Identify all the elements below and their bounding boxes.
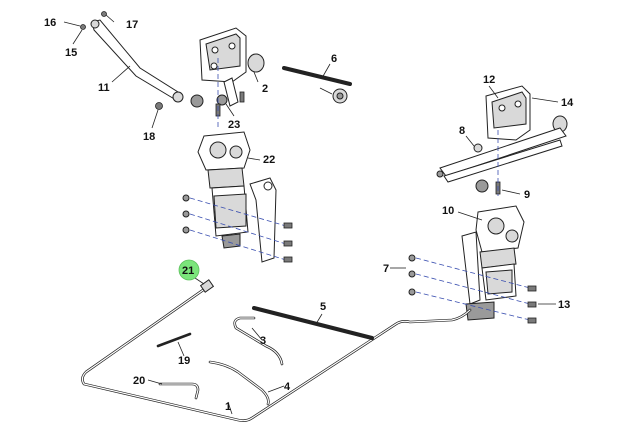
- callout-9[interactable]: 9: [524, 189, 530, 201]
- callout-10[interactable]: 10: [442, 205, 454, 217]
- callout-2[interactable]: 2: [262, 83, 268, 95]
- callout-22[interactable]: 22: [263, 154, 275, 166]
- callout-14[interactable]: 14: [561, 97, 574, 109]
- linkage-rod-11: [80, 11, 184, 110]
- part-5-rod: [252, 306, 374, 340]
- callout-16[interactable]: 16: [44, 17, 56, 29]
- callout-17[interactable]: 17: [126, 19, 138, 31]
- tube-1: [81, 279, 472, 422]
- highlight-21-marker: [178, 259, 200, 281]
- left-valve-assembly: [182, 131, 293, 263]
- callout-19[interactable]: 19: [178, 355, 190, 367]
- callout-13[interactable]: 13: [558, 299, 570, 311]
- part-20-pipe: [158, 382, 200, 400]
- callout-1[interactable]: 1: [225, 401, 231, 413]
- part-6-rod: [282, 66, 352, 104]
- upper-bracket-assembly: [190, 27, 265, 130]
- callout-5[interactable]: 5: [320, 301, 326, 313]
- callout-18[interactable]: 18: [143, 131, 155, 143]
- part-19-rod: [156, 332, 192, 348]
- callout-11[interactable]: 11: [98, 82, 110, 94]
- callout-7[interactable]: 7: [383, 263, 389, 275]
- callout-4[interactable]: 4: [284, 381, 291, 393]
- callout-20[interactable]: 20: [133, 375, 145, 387]
- callout-labels: 1 2 3 4 5 6 7 8 9 10 11 12 13 14 15 16 1…: [44, 17, 574, 413]
- callout-23[interactable]: 23: [228, 119, 240, 131]
- callout-15[interactable]: 15: [65, 47, 77, 59]
- right-linkage-assembly: [436, 85, 568, 196]
- right-valve-assembly: [408, 205, 537, 324]
- part-3-hose: [233, 316, 284, 366]
- callout-3[interactable]: 3: [260, 335, 266, 347]
- callout-21[interactable]: 21: [182, 265, 194, 277]
- callout-8[interactable]: 8: [459, 125, 465, 137]
- callout-6[interactable]: 6: [331, 53, 337, 65]
- part-4-hose: [208, 360, 270, 406]
- leader-lines: [63, 14, 559, 415]
- callout-12[interactable]: 12: [483, 74, 495, 86]
